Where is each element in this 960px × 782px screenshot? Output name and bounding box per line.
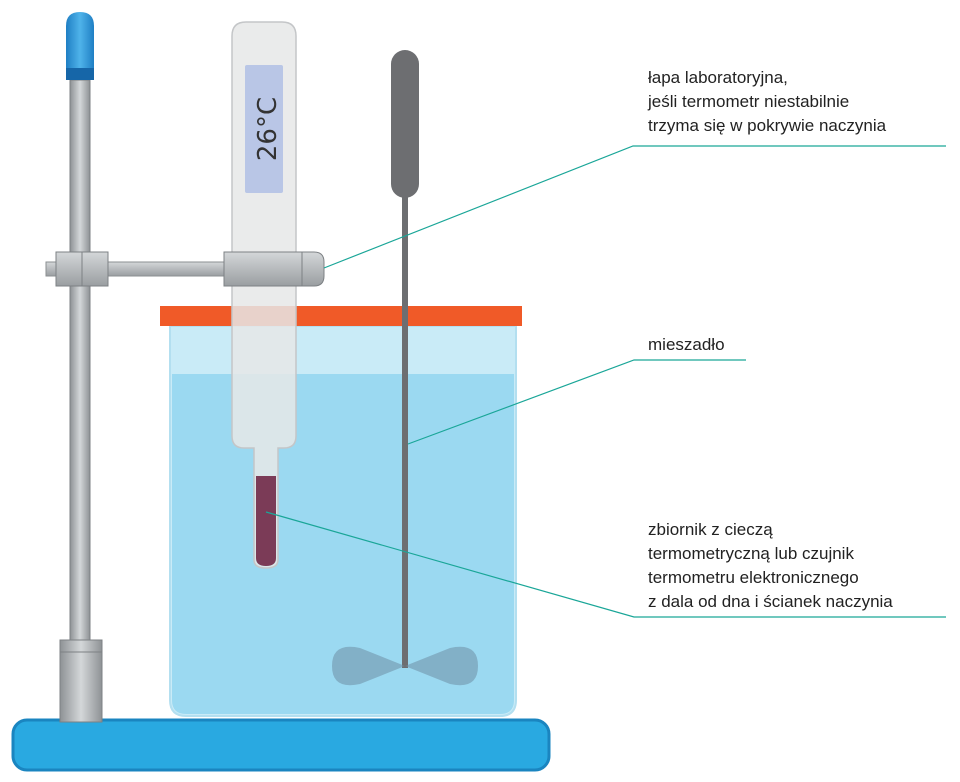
thermometer-liquid-reservoir — [256, 476, 276, 566]
leader-line-reservoir — [265, 511, 946, 618]
label-clamp: łapa laboratoryjna, jeśli termometr nies… — [648, 66, 886, 138]
stirrer-blade — [332, 646, 478, 686]
label-reservoir-line: termometryczną lub czujnik — [648, 544, 854, 563]
label-stirrer: mieszadło — [648, 333, 725, 357]
stirrer — [332, 50, 478, 686]
beaker-lid — [160, 306, 522, 326]
thermometer-display — [245, 65, 283, 193]
label-clamp-line: jeśli termometr niestabilnie — [648, 92, 850, 111]
laboratory-clamp — [45, 251, 325, 287]
leader-line-stirrer — [407, 359, 746, 445]
stand-rod — [59, 79, 103, 723]
label-clamp-line: trzyma się w pokrywie naczynia — [648, 116, 887, 135]
label-reservoir: zbiornik z cieczą termometryczną lub czu… — [648, 518, 893, 614]
label-stirrer-line: mieszadło — [648, 335, 725, 354]
temperature-reading: 26°C — [253, 97, 283, 161]
label-reservoir-line: z dala od dna i ścianek naczynia — [648, 592, 893, 611]
label-clamp-line: łapa laboratoryjna, — [648, 68, 788, 87]
leader-lines — [265, 145, 946, 618]
thermometer: 26°C — [231, 21, 297, 569]
label-reservoir-line: zbiornik z cieczą — [648, 520, 773, 539]
label-reservoir-line: termometru elektronicznego — [648, 568, 859, 587]
stand-base — [11, 718, 551, 772]
leader-line-clamp — [323, 145, 946, 269]
stand-rod-cap — [66, 12, 94, 80]
